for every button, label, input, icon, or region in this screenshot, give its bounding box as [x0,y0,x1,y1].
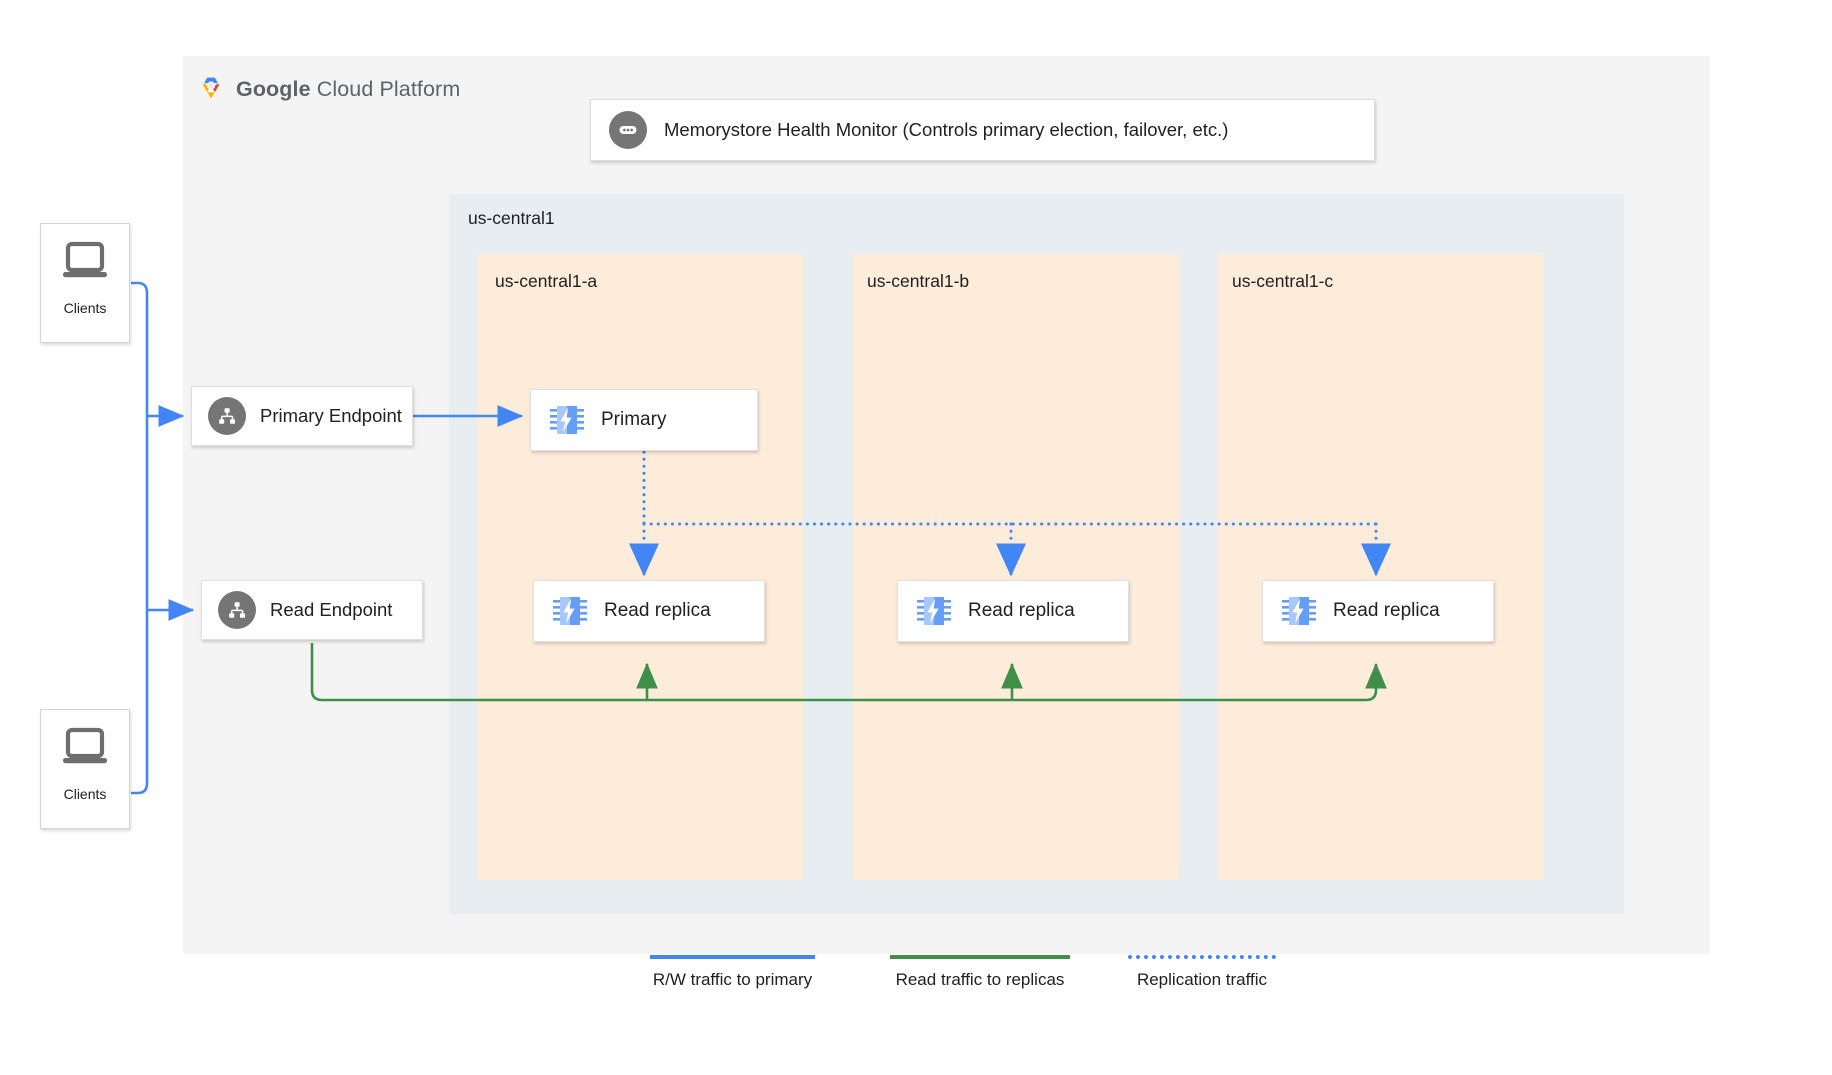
primary-node-card[interactable]: Primary [530,389,758,451]
primary-endpoint-card[interactable]: Primary Endpoint [191,386,413,446]
zone-container-us-central1-b [853,254,1179,880]
laptop-icon [63,241,107,278]
google-cloud-hexagon-icon [202,77,220,99]
legend-item-rw-traffic: R/W traffic to primary [650,955,815,990]
zone-label-a: us-central1-a [495,271,598,291]
legend-item-replication-traffic: Replication traffic [1128,955,1276,990]
zone-label-c: us-central1-c [1232,271,1334,291]
platform-name: Google Cloud Platform [236,77,460,102]
memorystore-chip-icon [550,406,584,434]
zone-container-us-central1-a [477,254,803,880]
platform-name-bold: Google [236,76,311,101]
region-label: us-central1 [468,208,555,228]
google-cloud-platform-logo: Google Cloud Platform [196,72,460,106]
laptop-icon [63,727,107,764]
clients-box-top[interactable]: Clients [40,223,130,343]
legend-label-read-traffic: Read traffic to replicas [895,970,1065,989]
zone-label-b: us-central1-b [867,271,970,291]
health-monitor-icon [609,111,647,149]
read-replica-node-card-b[interactable]: Read replica [897,580,1129,642]
clients-label-top: Clients [63,300,107,316]
health-monitor-bar[interactable]: Memorystore Health Monitor (Controls pri… [590,99,1375,161]
read-endpoint-card[interactable]: Read Endpoint [201,580,423,640]
platform-name-light: Cloud Platform [310,76,461,101]
read-replica-label-c: Read replica [1333,600,1440,621]
endpoint-hierarchy-icon [208,397,246,435]
legend: R/W traffic to primary Read traffic to r… [650,955,1300,1015]
client-bus-line [131,281,149,795]
read-replica-label-a: Read replica [604,600,711,621]
memorystore-chip-icon [1282,597,1316,625]
memorystore-chip-icon [553,597,587,625]
primary-node-label: Primary [601,409,667,430]
clients-box-bottom[interactable]: Clients [40,709,130,829]
zone-container-us-central1-c [1218,254,1544,880]
legend-label-rw-traffic: R/W traffic to primary [652,970,813,989]
read-replica-label-b: Read replica [968,600,1075,621]
legend-item-read-traffic: Read traffic to replicas [890,955,1070,990]
legend-swatch-read-traffic [890,955,1070,959]
memorystore-chip-icon [917,597,951,625]
legend-label-replication-traffic: Replication traffic [1136,970,1268,989]
health-monitor-label: Memorystore Health Monitor (Controls pri… [664,119,1229,140]
primary-endpoint-label: Primary Endpoint [260,405,402,426]
endpoint-hierarchy-icon [218,591,256,629]
read-endpoint-label: Read Endpoint [270,599,393,620]
legend-swatch-rw-traffic [650,955,815,959]
read-replica-node-card-a[interactable]: Read replica [533,580,765,642]
read-replica-node-card-c[interactable]: Read replica [1262,580,1494,642]
clients-label-bottom: Clients [63,786,107,802]
legend-swatch-replication-traffic [1128,955,1276,959]
